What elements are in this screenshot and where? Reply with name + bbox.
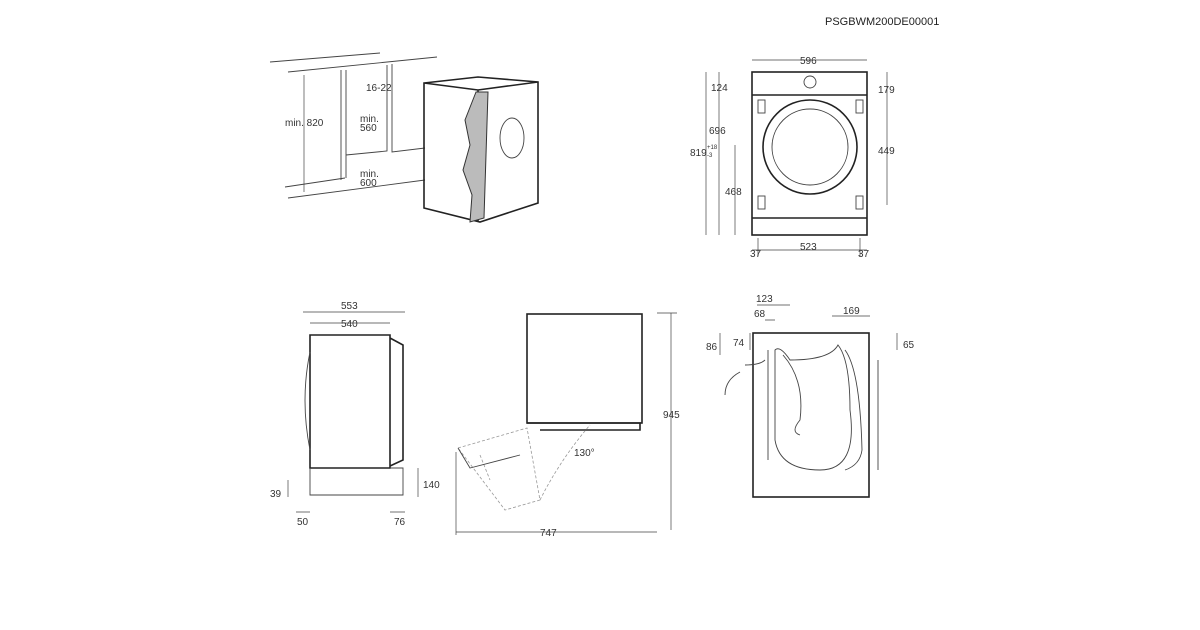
label-min-600: 600 (360, 178, 377, 189)
label-819: 819 (690, 148, 707, 159)
label-76: 76 (394, 517, 406, 528)
label-65: 65 (903, 340, 915, 351)
label-min-560-prefix: min. (360, 114, 379, 125)
label-min-560: 560 (360, 123, 377, 134)
label-819-tol-plus: +18 (707, 145, 718, 151)
label-min-600-prefix: min. (360, 169, 379, 180)
label-169: 169 (843, 306, 860, 317)
label-37-left: 37 (750, 249, 762, 260)
document-code: PSGBWM200DE00001 (825, 16, 939, 28)
label-747: 747 (540, 528, 557, 539)
label-86: 86 (706, 342, 718, 353)
label-min-820: min. 820 (285, 118, 324, 129)
label-179: 179 (878, 85, 895, 96)
installation-view: min. 820 16-22 min. 560 min. 600 (269, 52, 539, 223)
label-74: 74 (733, 338, 745, 349)
label-124: 124 (711, 83, 728, 94)
label-16-22: 16-22 (366, 83, 392, 94)
label-123: 123 (756, 294, 773, 305)
label-37-right: 37 (858, 249, 870, 260)
label-140: 140 (423, 480, 440, 491)
label-523: 523 (800, 242, 817, 253)
front-view: 596 124 696 819 +18 -3 468 449 179 523 3… (690, 56, 895, 260)
label-50: 50 (297, 517, 309, 528)
label-596: 596 (800, 56, 817, 67)
label-39: 39 (270, 489, 282, 500)
label-696: 696 (709, 126, 726, 137)
label-449: 449 (878, 146, 895, 157)
label-130-degrees: 130° (574, 448, 595, 459)
label-553: 553 (341, 301, 358, 312)
label-819-tol-minus: -3 (707, 153, 713, 159)
label-68: 68 (754, 309, 766, 320)
door-open-view: 945 130° 747 (455, 312, 680, 539)
label-945: 945 (663, 410, 680, 421)
label-468: 468 (725, 187, 742, 198)
side-view: 553 540 39 50 76 140 (270, 301, 440, 528)
label-540: 540 (341, 319, 358, 330)
rear-view: 123 68 169 86 74 65 (706, 294, 915, 498)
